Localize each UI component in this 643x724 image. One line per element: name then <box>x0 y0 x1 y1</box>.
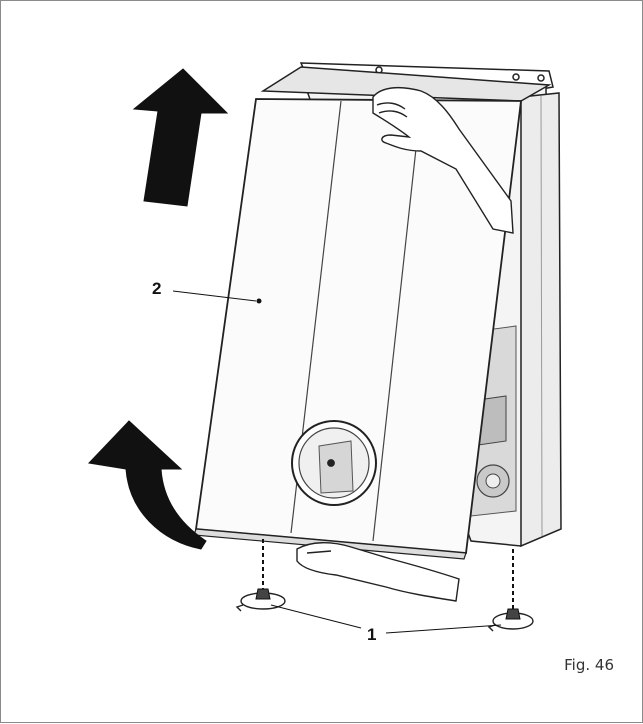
callout-label-2: 2 <box>152 279 162 298</box>
screw-right <box>487 549 534 632</box>
upper-hand <box>372 86 514 234</box>
figure-caption: Fig. 46 <box>564 656 614 674</box>
lower-hand <box>296 542 460 602</box>
lift-up-arrow <box>132 68 229 207</box>
screw-left <box>235 539 286 612</box>
callout-2-leader <box>172 290 257 302</box>
tilt-curved-arrow <box>87 420 207 550</box>
callout-1-leader-right <box>385 624 502 634</box>
callout-label-1: 1 <box>367 625 377 644</box>
callout-1-leader-left <box>270 604 362 629</box>
front-panel <box>193 98 523 560</box>
